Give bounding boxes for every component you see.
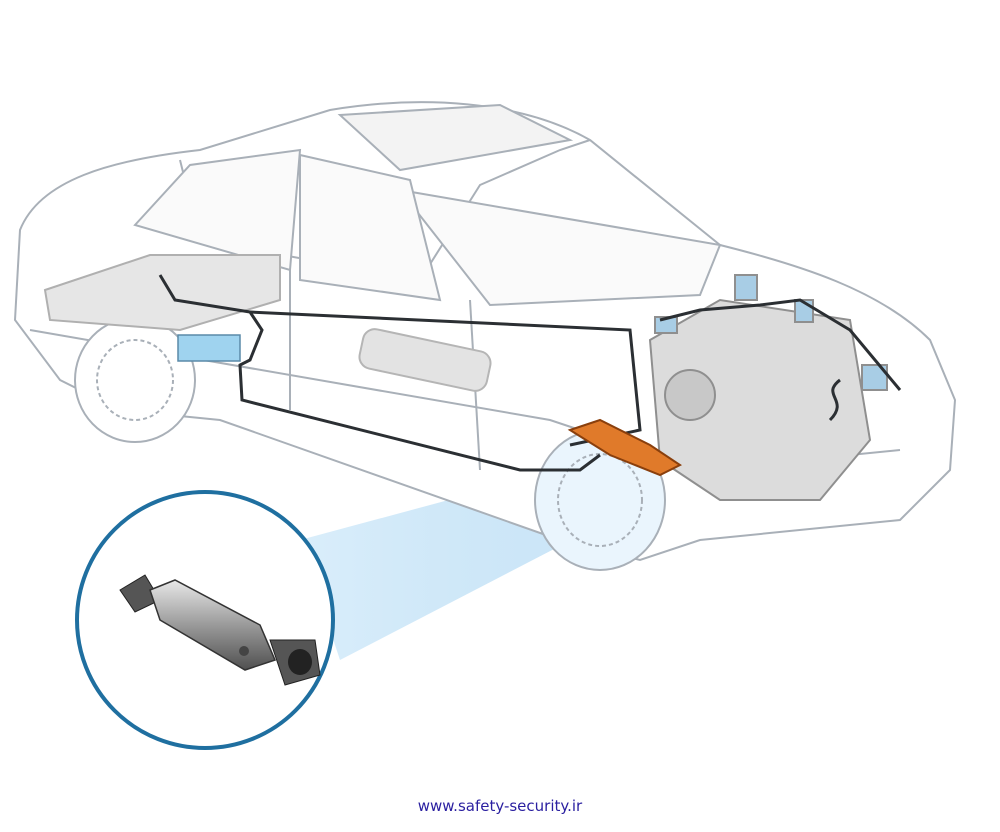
website-caption[interactable]: www.safety-security.ir [417,797,583,815]
converter-inset [75,490,335,750]
muffler [358,328,492,392]
catalytic-converter-closeup [119,574,321,686]
catalytic-converter-installed [567,418,682,477]
rear-wheel [74,317,196,443]
fuel-tank [43,254,281,332]
evap-canister [177,334,241,362]
